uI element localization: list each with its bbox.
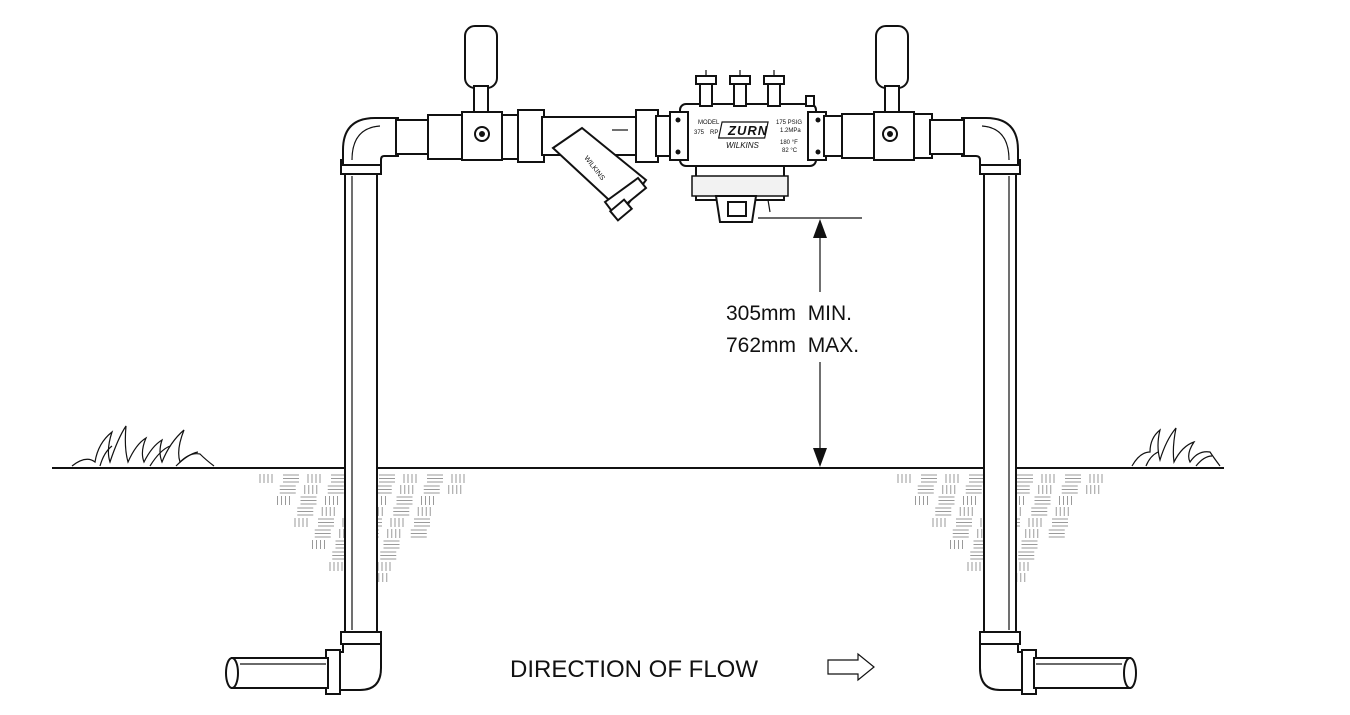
- brand-logo: ZURN: [727, 123, 768, 138]
- temp-c: 82 °C: [782, 148, 798, 154]
- left-horizontal-pipe: [395, 109, 685, 163]
- left-bottom-elbow: [225, 643, 382, 695]
- right-shutoff-valve: [873, 25, 915, 161]
- dimension-max-label: 762mm MAX.: [726, 334, 859, 357]
- dimension-arrow-down: [813, 448, 827, 467]
- test-cock-1: [695, 70, 717, 107]
- right-riser-pipe: [979, 159, 1021, 645]
- test-cock-3: [763, 70, 785, 107]
- flow-arrow-icon: [827, 652, 875, 682]
- sub-brand-label: WILKINS: [726, 141, 760, 150]
- model-label: MODEL: [698, 120, 720, 126]
- left-top-elbow: [342, 117, 399, 166]
- pressure-mpa: 1.2MPa: [780, 128, 801, 134]
- model-number: 375: [694, 130, 705, 136]
- left-shutoff-valve: [461, 25, 503, 161]
- grass-tuft-right: [1131, 427, 1221, 467]
- left-riser-pipe: [340, 159, 382, 645]
- flow-direction-label: DIRECTION OF FLOW: [510, 656, 758, 683]
- grass-tuft-left: [71, 425, 215, 467]
- dimension-min-label: 305mm MIN.: [726, 302, 852, 325]
- temp-f: 180 °F: [780, 140, 798, 146]
- brand-logo-box: [717, 121, 769, 139]
- test-cock-2: [729, 70, 751, 107]
- clearance-dimension: 305mm MIN. 762mm MAX.: [726, 217, 862, 467]
- right-top-elbow: [961, 117, 1019, 166]
- right-horizontal-pipe: [823, 113, 965, 159]
- dimension-arrow-up: [813, 219, 827, 238]
- pressure-psi: 175 PSIG: [776, 120, 802, 126]
- right-bottom-elbow: [979, 643, 1137, 695]
- y-strainer: WILKINS: [551, 126, 648, 222]
- model-type: RP: [710, 130, 718, 136]
- rp-valve-assembly: MODEL 375 RP ZURN WILKINS 175 PSIG 1.2MP…: [669, 70, 827, 223]
